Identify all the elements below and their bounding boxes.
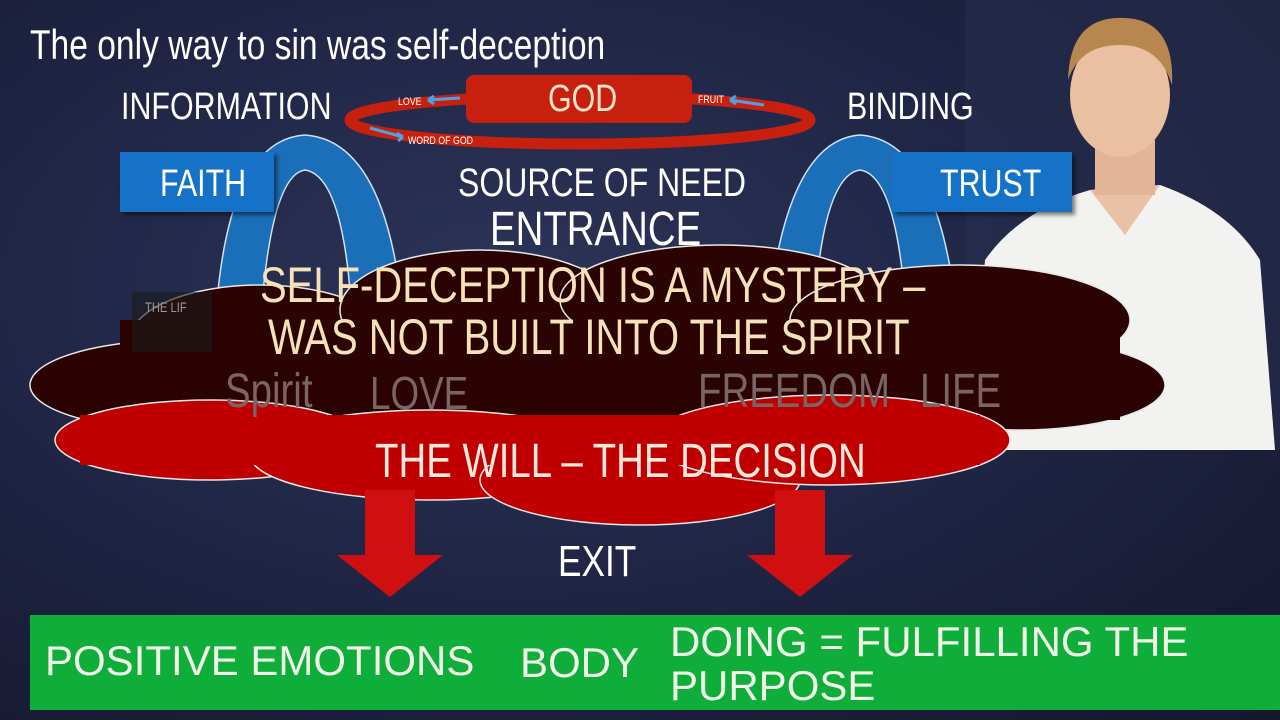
god-box [466, 75, 692, 123]
arrow-left-icon [427, 94, 461, 106]
label-positive-emotions: POSITIVE EMOTIONS [45, 637, 475, 684]
red-cloud [54, 394, 1011, 526]
mystery-line-1: SELF-DECEPTION IS A MYSTERY – [260, 257, 926, 313]
label-god: GOD [548, 78, 618, 120]
exit-arrow-right [747, 490, 853, 597]
the-life-image [132, 292, 212, 352]
label-information: INFORMATION [121, 86, 332, 128]
label-love: LOVE [370, 367, 469, 419]
slide-title: The only way to sin was self-deception [30, 21, 606, 68]
label-love-small: LOVE [398, 96, 422, 108]
label-word-of-god: WORD OF GOD [408, 135, 474, 147]
bottom-bar [30, 615, 1280, 710]
label-source-of-need: SOURCE OF NEED [458, 161, 747, 205]
mystery-line-2: WAS NOT BUILT INTO THE SPIRIT [268, 309, 910, 365]
faith-box [120, 152, 274, 212]
label-life: LIFE [920, 365, 1002, 418]
label-entrance: ENTRANCE [490, 203, 702, 256]
arrow-left-icon [729, 94, 765, 107]
arrow-right-icon [369, 126, 404, 143]
label-faith: FAITH [160, 163, 247, 205]
label-freedom: FREEDOM [698, 365, 890, 418]
label-spirit: Spirit [225, 365, 313, 418]
trust-box [892, 152, 1072, 212]
label-fruit: FRUIT [698, 94, 724, 106]
label-exit: EXIT [558, 537, 637, 586]
label-trust: TRUST [940, 163, 1042, 205]
label-the-life: THE LIF [145, 299, 187, 315]
label-binding: BINDING [847, 86, 974, 128]
label-body: BODY [520, 639, 640, 686]
label-doing: DOING = FULFILLING THE PURPOSE [670, 618, 1189, 709]
exit-arrow-left [337, 490, 443, 597]
label-will-decision: THE WILL – THE DECISION [375, 435, 866, 488]
